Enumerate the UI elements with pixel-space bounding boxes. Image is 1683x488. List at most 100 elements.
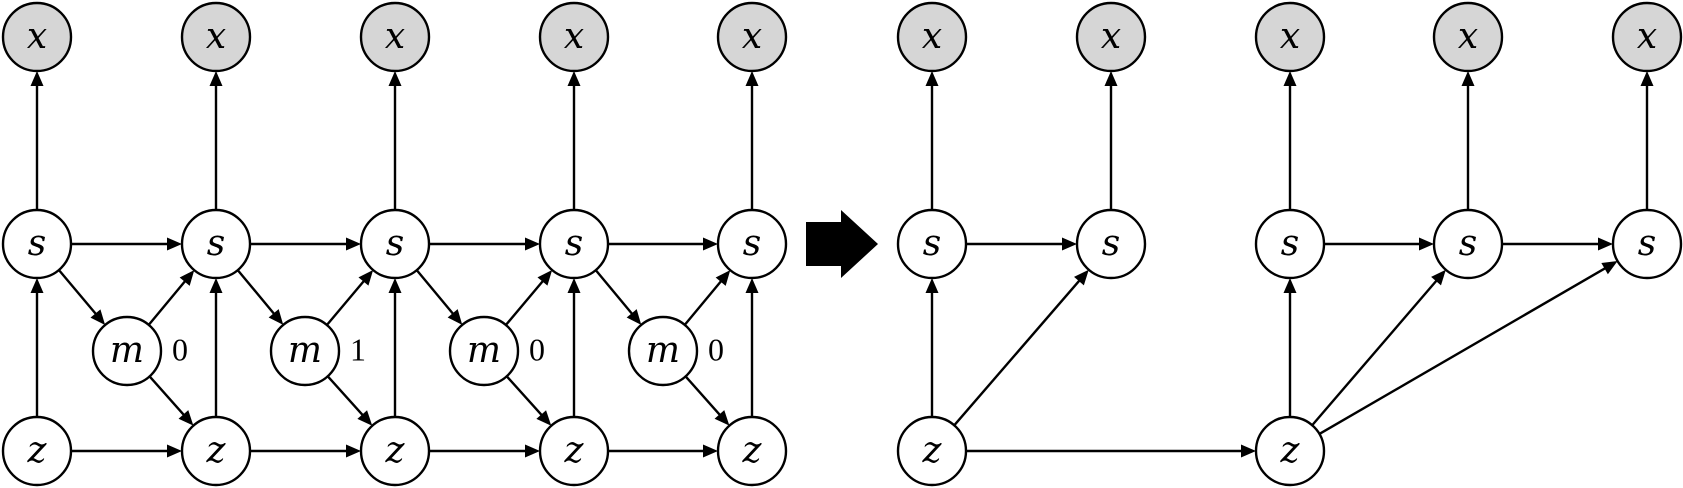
node-value-m2: 1 bbox=[350, 331, 366, 367]
edge-s1-to-s2 bbox=[71, 237, 182, 251]
node-z1: z bbox=[1, 415, 73, 487]
edge-s6-to-x6 bbox=[925, 71, 939, 210]
edge-z7-to-s10 bbox=[1318, 261, 1618, 435]
node-x4: x bbox=[538, 1, 610, 73]
edges-layer bbox=[30, 71, 1654, 458]
edge-m4-to-s5 bbox=[683, 270, 731, 326]
node-label-s1: s bbox=[28, 223, 46, 264]
node-label-x2: x bbox=[206, 16, 226, 57]
node-label-s10: s bbox=[1638, 223, 1656, 264]
edge-s7-to-x7 bbox=[1104, 71, 1118, 210]
node-x5: x bbox=[716, 1, 788, 73]
node-m4: m bbox=[627, 315, 699, 387]
edge-s10-to-x10 bbox=[1640, 71, 1654, 210]
node-s3: s bbox=[359, 208, 431, 280]
edge-s4-to-s5 bbox=[608, 237, 718, 251]
edge-m3-to-z4 bbox=[505, 375, 552, 426]
node-z5: z bbox=[716, 415, 788, 487]
node-m1: m bbox=[91, 315, 163, 387]
node-value-m3: 0 bbox=[529, 331, 545, 367]
node-label-m3: m bbox=[467, 330, 501, 371]
node-z4: z bbox=[538, 415, 610, 487]
node-label-x5: x bbox=[742, 16, 762, 57]
node-label-x1: x bbox=[27, 16, 47, 57]
node-x1: x bbox=[1, 1, 73, 73]
edge-s8-to-x8 bbox=[1283, 71, 1297, 210]
annotations-layer: 0 1 0 0 bbox=[172, 331, 724, 367]
node-label-s9: s bbox=[1459, 223, 1477, 264]
node-x6: x bbox=[896, 1, 968, 73]
node-label-z4: z bbox=[564, 430, 585, 471]
edge-z7-to-s9 bbox=[1311, 269, 1446, 427]
edge-s4-to-m4 bbox=[594, 269, 642, 325]
edge-s5-to-x5 bbox=[745, 71, 759, 210]
node-label-x10: x bbox=[1637, 16, 1657, 57]
node-x8: x bbox=[1254, 1, 1326, 73]
node-label-z2: z bbox=[206, 430, 227, 471]
edge-m3-to-s4 bbox=[504, 270, 553, 326]
edge-z4-to-z5 bbox=[608, 444, 718, 458]
edge-s2-to-s3 bbox=[250, 237, 361, 251]
node-label-s8: s bbox=[1281, 223, 1299, 264]
node-s1: s bbox=[1, 208, 73, 280]
node-value-m4: 0 bbox=[708, 331, 724, 367]
node-label-s4: s bbox=[565, 223, 583, 264]
node-label-z5: z bbox=[742, 430, 763, 471]
node-label-s3: s bbox=[386, 223, 404, 264]
node-s10: s bbox=[1611, 208, 1683, 280]
node-label-x7: x bbox=[1101, 16, 1121, 57]
edge-s2-to-m2 bbox=[236, 269, 284, 325]
edge-z6-to-s7 bbox=[953, 269, 1089, 427]
edge-m2-to-z3 bbox=[326, 375, 373, 426]
edge-z5-to-s5 bbox=[745, 278, 759, 417]
edge-s9-to-x9 bbox=[1461, 71, 1475, 210]
edge-s3-to-m3 bbox=[415, 269, 463, 325]
node-z7: z bbox=[1254, 415, 1326, 487]
edge-m1-to-z2 bbox=[148, 375, 194, 426]
node-value-m1: 0 bbox=[172, 331, 188, 367]
edge-z3-to-s3 bbox=[388, 278, 402, 417]
edge-s1-to-x1 bbox=[30, 71, 44, 210]
node-z3: z bbox=[359, 415, 431, 487]
node-s7: s bbox=[1075, 208, 1147, 280]
edge-s3-to-s4 bbox=[429, 237, 540, 251]
node-label-x3: x bbox=[385, 16, 405, 57]
edge-s3-to-x3 bbox=[388, 71, 402, 210]
node-label-x8: x bbox=[1280, 16, 1300, 57]
node-s8: s bbox=[1254, 208, 1326, 280]
node-label-s6: s bbox=[923, 223, 941, 264]
node-label-z6: z bbox=[922, 430, 943, 471]
edge-z4-to-s4 bbox=[567, 278, 581, 417]
transform-arrow-icon bbox=[806, 210, 878, 278]
node-label-m1: m bbox=[110, 330, 144, 371]
node-s2: s bbox=[180, 208, 252, 280]
node-s4: s bbox=[538, 208, 610, 280]
node-label-x9: x bbox=[1458, 16, 1478, 57]
edge-s1-to-m1 bbox=[57, 269, 106, 325]
node-label-s7: s bbox=[1102, 223, 1120, 264]
edge-m1-to-s2 bbox=[147, 270, 195, 326]
node-x2: x bbox=[180, 1, 252, 73]
node-x9: x bbox=[1432, 1, 1504, 73]
node-label-s5: s bbox=[743, 223, 761, 264]
edge-s9-to-s10 bbox=[1502, 237, 1613, 251]
node-x3: x bbox=[359, 1, 431, 73]
edge-z6-to-z7 bbox=[966, 444, 1256, 458]
edge-s4-to-x4 bbox=[567, 71, 581, 210]
node-x7: x bbox=[1075, 1, 1147, 73]
edge-s2-to-x2 bbox=[209, 71, 223, 210]
edge-z2-to-s2 bbox=[209, 278, 223, 417]
edge-z6-to-s6 bbox=[925, 278, 939, 417]
edge-z1-to-z2 bbox=[71, 444, 182, 458]
edge-s8-to-s9 bbox=[1324, 237, 1434, 251]
node-label-m4: m bbox=[646, 330, 680, 371]
node-label-x4: x bbox=[564, 16, 584, 57]
node-m3: m bbox=[448, 315, 520, 387]
edge-z2-to-z3 bbox=[250, 444, 361, 458]
node-label-z7: z bbox=[1280, 430, 1301, 471]
node-label-z3: z bbox=[385, 430, 406, 471]
edge-z1-to-s1 bbox=[30, 278, 44, 417]
node-z2: z bbox=[180, 415, 252, 487]
